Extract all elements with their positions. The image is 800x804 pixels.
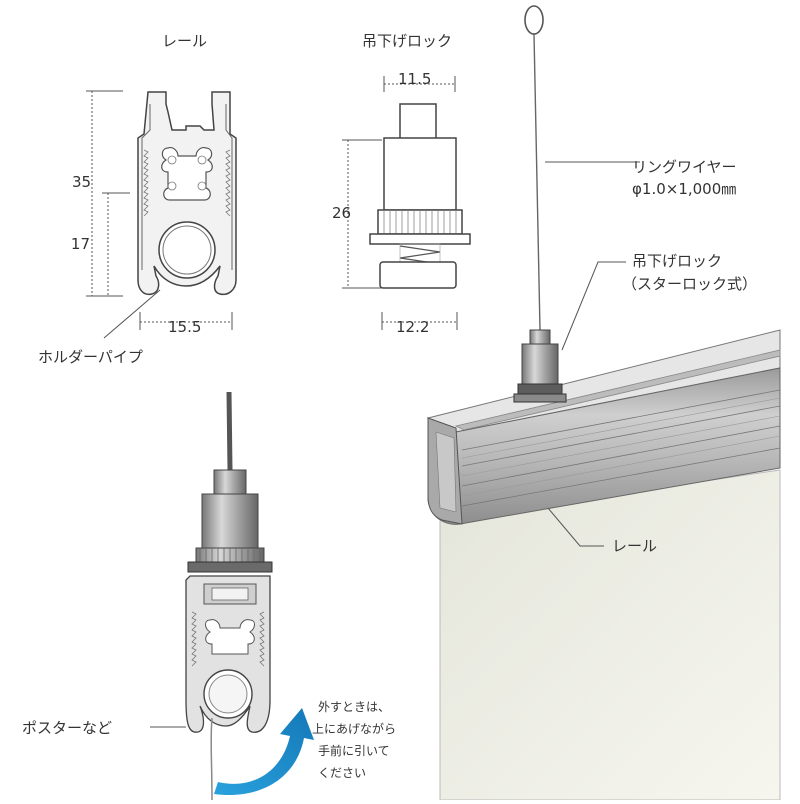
dimension-rail-width: 15.5	[168, 318, 201, 336]
removal-arrow-icon	[214, 708, 314, 796]
rail-cross-section	[86, 90, 237, 339]
lock-label-line1: 吊下げロック	[632, 252, 722, 270]
dimension-pipe-height: 17	[71, 235, 90, 253]
removal-note-line2: 上にあげながら	[312, 721, 396, 736]
rail-label: レール	[612, 537, 657, 555]
rail-3d-illustration	[426, 5, 781, 801]
dimension-lock-top-width: 11.5	[398, 70, 431, 88]
removal-note-line3: 手前に引いて	[318, 743, 390, 758]
dimension-rail-height: 35	[72, 173, 91, 191]
lock-label-line2: （スターロック式）	[622, 275, 757, 293]
removal-note-line4: ください	[318, 766, 366, 780]
wire-label-line2: φ1.0×1,000㎜	[632, 180, 736, 198]
lock-title: 吊下げロック	[362, 32, 452, 50]
dimension-lock-height: 26	[332, 204, 351, 222]
lock-drawing	[342, 76, 471, 330]
rail-title: レール	[162, 32, 207, 50]
removal-note-line1: 外すときは、	[318, 700, 390, 714]
assembly-cutaway	[150, 391, 273, 801]
holder-pipe-label: ホルダーパイプ	[38, 348, 143, 366]
poster	[439, 469, 781, 801]
holder-pipe	[158, 221, 216, 279]
dimension-lock-bottom-width: 12.2	[396, 318, 429, 336]
poster-label: ポスターなど	[22, 719, 112, 737]
wire-label-line1: リングワイヤー	[632, 158, 737, 176]
